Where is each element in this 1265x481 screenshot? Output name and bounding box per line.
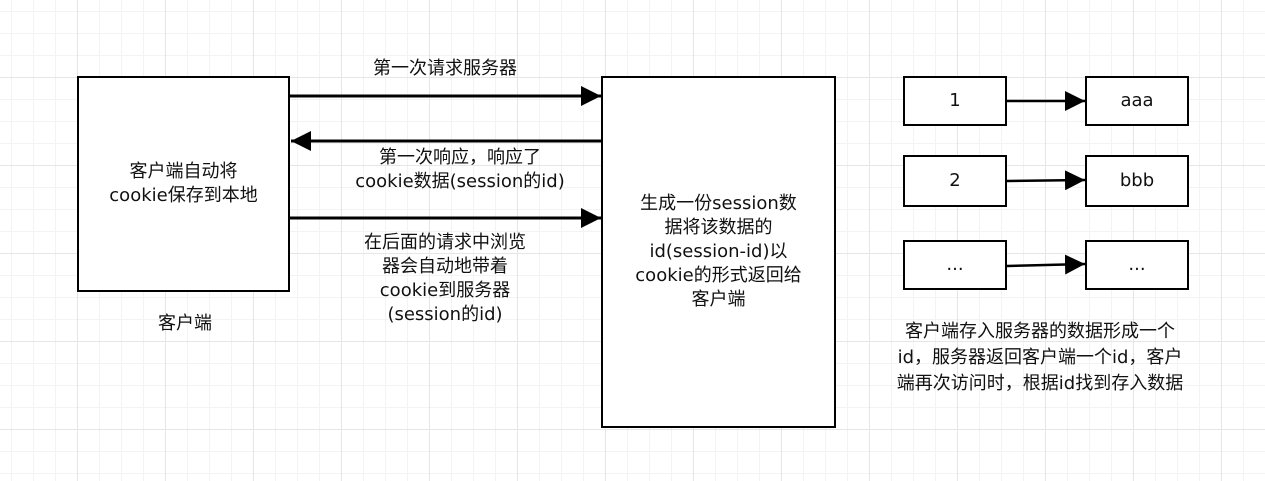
server-box-line: 生成一份session数 [640,193,797,214]
mapping-value-box: bbb [1085,155,1189,207]
client-box-line: 客户端自动将 [129,161,238,182]
mapping-value-box: aaa [1085,76,1189,126]
first-response-label: 第一次响应，响应了 cookie数据(session的id) [320,146,600,194]
mapping-id-box: ... [903,240,1007,290]
later-requests-label: 在后面的请求中浏览 器会自动地带着 cookie到服务器 (session的id… [320,231,570,327]
server-box: 生成一份session数 据将该数据的 id(session-id)以 cook… [601,76,836,428]
mapping-note-line: 客户端存入服务器的数据形成一个 [905,321,1175,342]
mapping-note-line: id，服务器返回客户端一个id，客户 [897,347,1183,368]
client-box-line: cookie保存到本地 [109,185,258,206]
server-box-line: cookie的形式返回给 [635,265,802,286]
first-response-label-line: 第一次响应，响应了 [379,147,541,168]
mapping-note: 客户端存入服务器的数据形成一个 id，服务器返回客户端一个id，客户 端再次访问… [860,319,1220,397]
mapping-id-box: 2 [903,155,1007,207]
first-request-label: 第一次请求服务器 [355,57,535,81]
first-request-label-line: 第一次请求服务器 [373,58,517,79]
mapping-id-box: 1 [903,76,1007,126]
server-box-line: 客户端 [691,289,746,310]
mapping-note-line: 端再次访问时，根据id找到存入数据 [896,373,1184,394]
client-box: 客户端自动将 cookie保存到本地 [77,76,290,292]
mapping-value-box: ... [1085,240,1189,290]
mapping-arrow-2 [1006,170,1086,191]
server-box-line: 据将该数据的 [664,217,773,238]
later-requests-label-line: 在后面的请求中浏览 [364,232,526,253]
later-requests-label-line: 器会自动地带着 [382,256,508,277]
client-caption: 客户端 [158,313,212,334]
later-requests-label-line: cookie到服务器 [379,280,511,301]
first-response-label-line: cookie数据(session的id) [355,171,565,192]
mapping-arrow-3 [1006,254,1086,275]
server-box-line: id(session-id)以 [649,241,788,262]
later-requests-label-line: (session的id) [387,304,503,325]
